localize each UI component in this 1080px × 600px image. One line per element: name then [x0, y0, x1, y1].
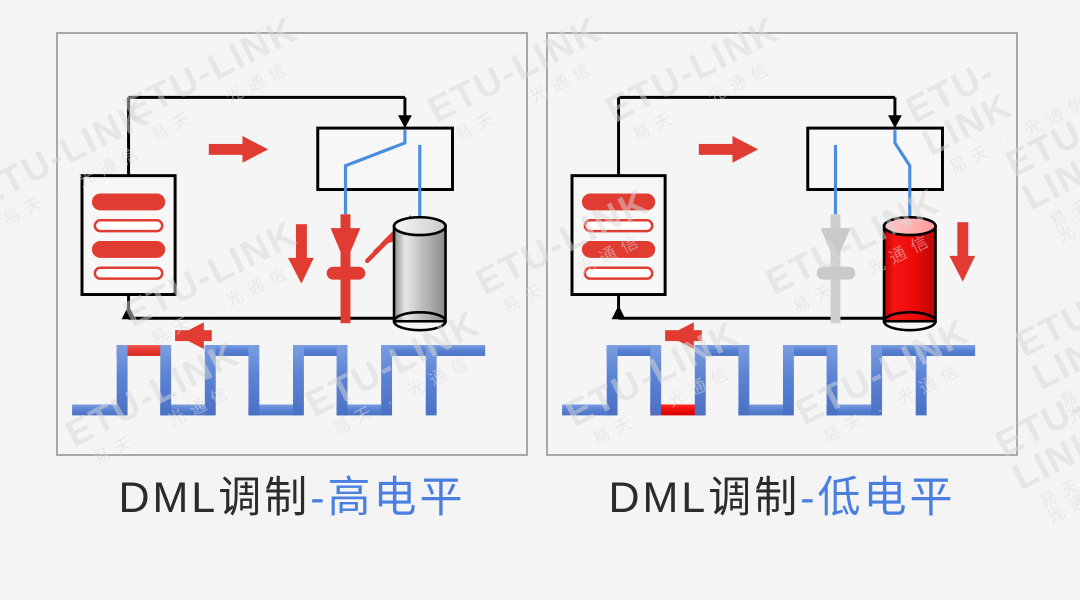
panel-dml-low-level: [546, 32, 1018, 456]
caption-right-accent: -低电平: [800, 474, 956, 522]
switch-box[interactable]: [316, 126, 454, 192]
current-arrow-right: [208, 136, 269, 163]
switch-arm-left[interactable]: [343, 130, 407, 190]
output-cylinder: [392, 215, 447, 332]
caption-left-accent: -高电平: [310, 474, 466, 522]
switch-input-arrowhead: [397, 115, 412, 129]
caption-right-main: DML调制: [608, 474, 801, 522]
caption-left-main: DML调制: [118, 474, 311, 522]
watermark-main-text: ETU-LINK: [1009, 285, 1080, 398]
output-cylinder: [882, 215, 937, 332]
switch-box[interactable]: [806, 126, 944, 192]
waveform-high: [72, 345, 486, 416]
laser-diode: [816, 214, 856, 324]
current-arrow-right: [698, 136, 759, 163]
caption-low-level: DML调制-低电平: [546, 472, 1018, 526]
circuit-diagram-low: [562, 95, 976, 416]
switch-arm-right[interactable]: [893, 130, 912, 190]
current-arrow-down-diode: [288, 224, 314, 284]
watermark-sub-text: 易天 · 光通信: [1056, 362, 1080, 428]
panel-dml-high-level: [56, 32, 528, 456]
waveform-low: [562, 345, 976, 416]
driver-chip: [570, 174, 667, 297]
watermark-sub-text: 易天 · 光通信: [1046, 182, 1080, 248]
waveform-highlight-segment: [650, 404, 704, 416]
current-arrow-left: [665, 322, 702, 349]
circuit-diagram-high: [72, 95, 486, 416]
waveform-highlight-segment: [116, 345, 171, 356]
driver-return-arrowhead: [121, 305, 136, 320]
driver-return-arrowhead: [611, 305, 626, 320]
laser-diode: [326, 214, 366, 324]
caption-high-level: DML调制-高电平: [56, 472, 528, 526]
switch-input-arrowhead: [887, 115, 902, 129]
watermark-sub-text: 易天 · 光通信: [1036, 462, 1080, 528]
driver-chip: [80, 174, 177, 297]
current-arrow-left: [175, 322, 212, 349]
current-arrow-down-cylinder: [949, 222, 976, 282]
